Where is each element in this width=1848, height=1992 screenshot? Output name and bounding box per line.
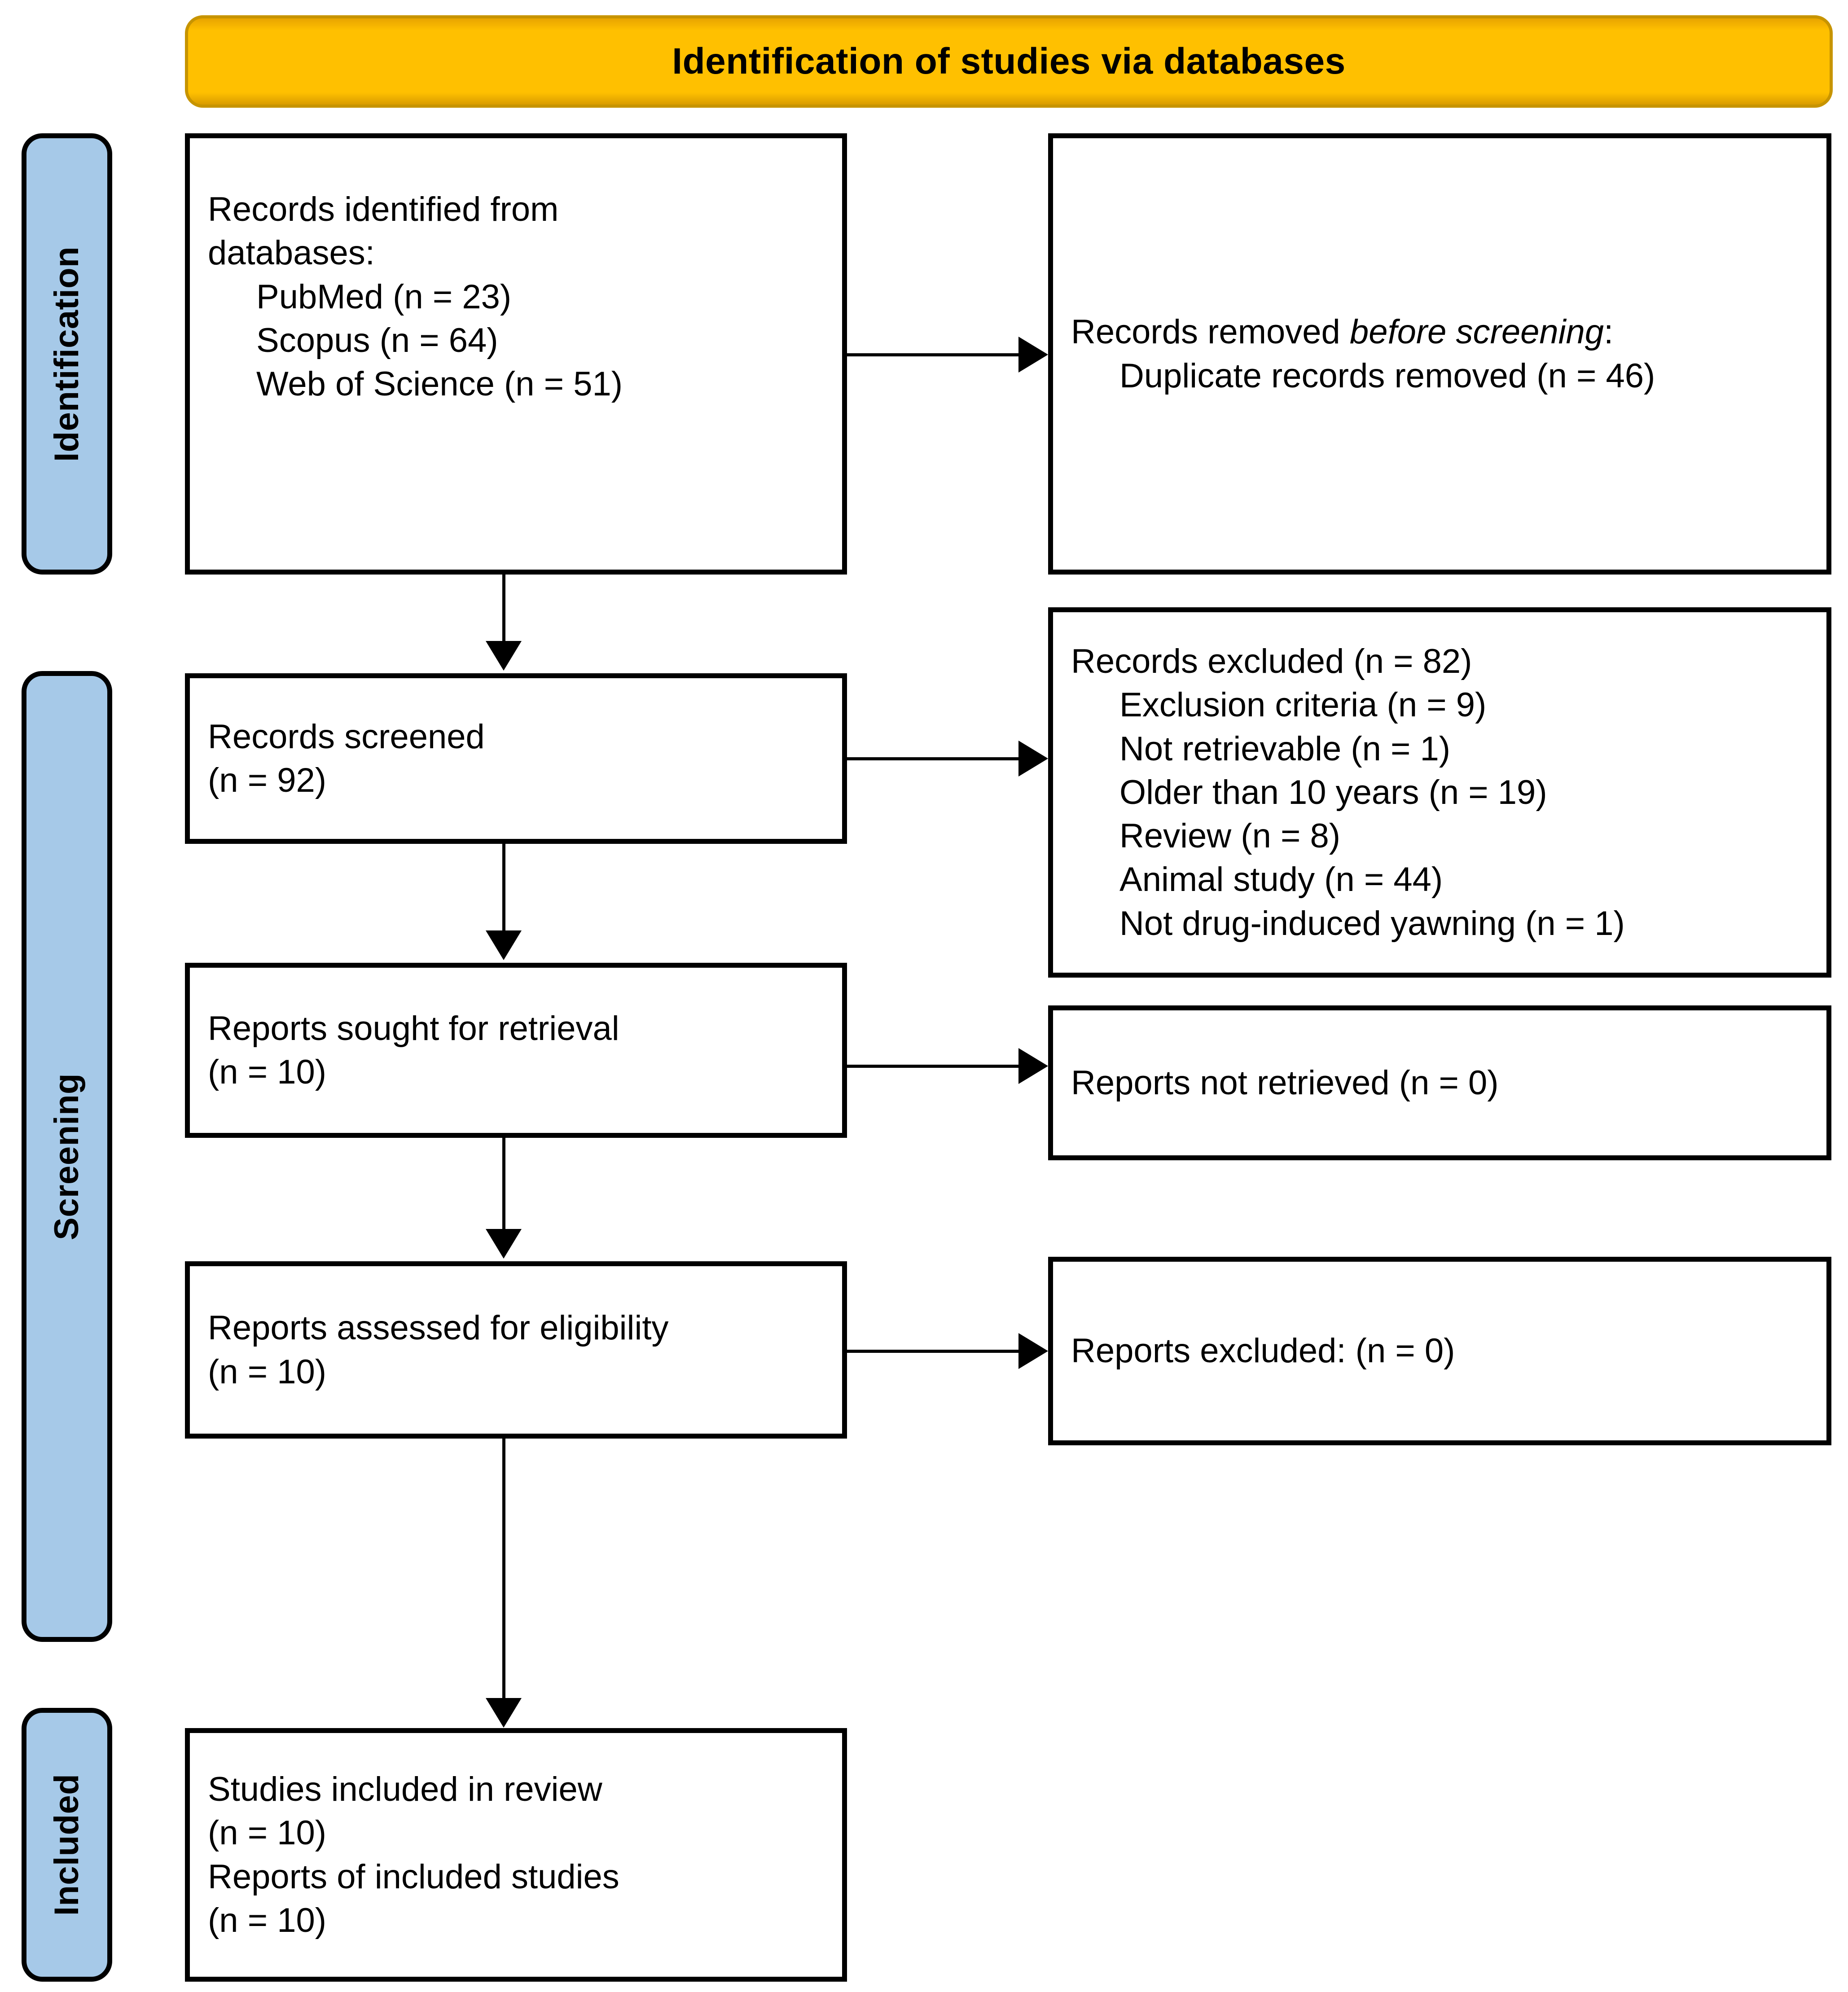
box-records-excluded: Records excluded (n = 82) Exclusion crit…: [1048, 607, 1831, 978]
arrow-identified-to-screened: [486, 575, 522, 673]
box-records-removed: Records removed before screening: Duplic…: [1048, 133, 1831, 575]
phase-pill-screening: Screening: [22, 671, 112, 1642]
text-line: Records excluded (n = 82): [1071, 642, 1472, 681]
arrow-identified-to-removed: [847, 337, 1048, 373]
text-line: Studies included in review: [208, 1770, 602, 1808]
arrow-sought-to-assessed: [486, 1138, 522, 1261]
box-reports-excluded: Reports excluded: (n = 0): [1048, 1257, 1831, 1445]
text-line: Duplicate records removed (n = 46): [1119, 356, 1655, 395]
text-line: Reports sought for retrieval: [208, 1009, 619, 1048]
text-line: (n = 10): [208, 1053, 327, 1091]
text-line: Records identified from: [208, 190, 559, 228]
text-line: Not drug-induced yawning (n = 1): [1119, 904, 1625, 943]
text-line: Records screened: [208, 717, 485, 756]
box-reports-sought: Reports sought for retrieval (n = 10): [185, 963, 847, 1138]
text-line: Animal study (n = 44): [1119, 860, 1443, 899]
box-reports-not-retrieved: Reports not retrieved (n = 0): [1048, 1005, 1831, 1160]
box-records-identified: Records identified from databases: PubMe…: [185, 133, 847, 575]
header-banner: Identification of studies via databases: [185, 15, 1833, 108]
box-records-removed-text: Records removed before screening: Duplic…: [1053, 310, 1826, 398]
arrow-screened-to-sought: [486, 844, 522, 963]
text-line: Reports of included studies: [208, 1857, 619, 1896]
text-line: Scopus (n = 64): [256, 321, 498, 360]
arrow-assessed-to-reports-excluded: [847, 1333, 1048, 1369]
box-reports-assessed-text: Reports assessed for eligibility (n = 10…: [190, 1306, 842, 1394]
arrow-sought-to-not-retrieved: [847, 1048, 1048, 1084]
box-studies-included: Studies included in review (n = 10) Repo…: [185, 1728, 847, 1982]
text-line: Not retrievable (n = 1): [1119, 729, 1451, 768]
phase-pill-identification: Identification: [22, 133, 112, 575]
box-reports-assessed: Reports assessed for eligibility (n = 10…: [185, 1261, 847, 1439]
text-line: (n = 10): [208, 1901, 327, 1939]
phase-pill-included: Included: [22, 1708, 112, 1982]
text-line: Web of Science (n = 51): [256, 365, 623, 404]
text-line: Review (n = 8): [1119, 817, 1341, 856]
box-reports-excluded-text: Reports excluded: (n = 0): [1053, 1329, 1826, 1373]
header-title: Identification of studies via databases: [672, 41, 1346, 82]
text-line: (n = 10): [208, 1352, 327, 1391]
box-studies-included-text: Studies included in review (n = 10) Repo…: [190, 1768, 842, 1942]
text-line: Reports not retrieved (n = 0): [1071, 1063, 1499, 1102]
box-records-excluded-text: Records excluded (n = 82) Exclusion crit…: [1053, 640, 1826, 945]
text-line: Records removed before screening:: [1071, 313, 1614, 351]
box-records-screened-text: Records screened (n = 92): [190, 715, 842, 803]
text-line: Reports assessed for eligibility: [208, 1309, 669, 1347]
phase-label-screening: Screening: [48, 1073, 86, 1240]
phase-label-identification: Identification: [48, 246, 86, 462]
text-line: Exclusion criteria (n = 9): [1119, 686, 1487, 724]
text-line: databases:: [208, 234, 375, 272]
text-line: (n = 92): [208, 761, 327, 799]
text-line: Reports excluded: (n = 0): [1071, 1332, 1455, 1370]
box-records-identified-text: Records identified from databases: PubMe…: [190, 188, 842, 406]
box-reports-sought-text: Reports sought for retrieval (n = 10): [190, 1007, 842, 1094]
text-line: Older than 10 years (n = 19): [1119, 773, 1547, 812]
phase-label-included: Included: [48, 1773, 86, 1916]
text-line: PubMed (n = 23): [256, 277, 512, 316]
arrow-assessed-to-included: [486, 1439, 522, 1730]
box-reports-not-retrieved-text: Reports not retrieved (n = 0): [1053, 1061, 1826, 1105]
text-line: (n = 10): [208, 1814, 327, 1852]
arrow-screened-to-excluded: [847, 741, 1048, 777]
box-records-screened: Records screened (n = 92): [185, 673, 847, 844]
